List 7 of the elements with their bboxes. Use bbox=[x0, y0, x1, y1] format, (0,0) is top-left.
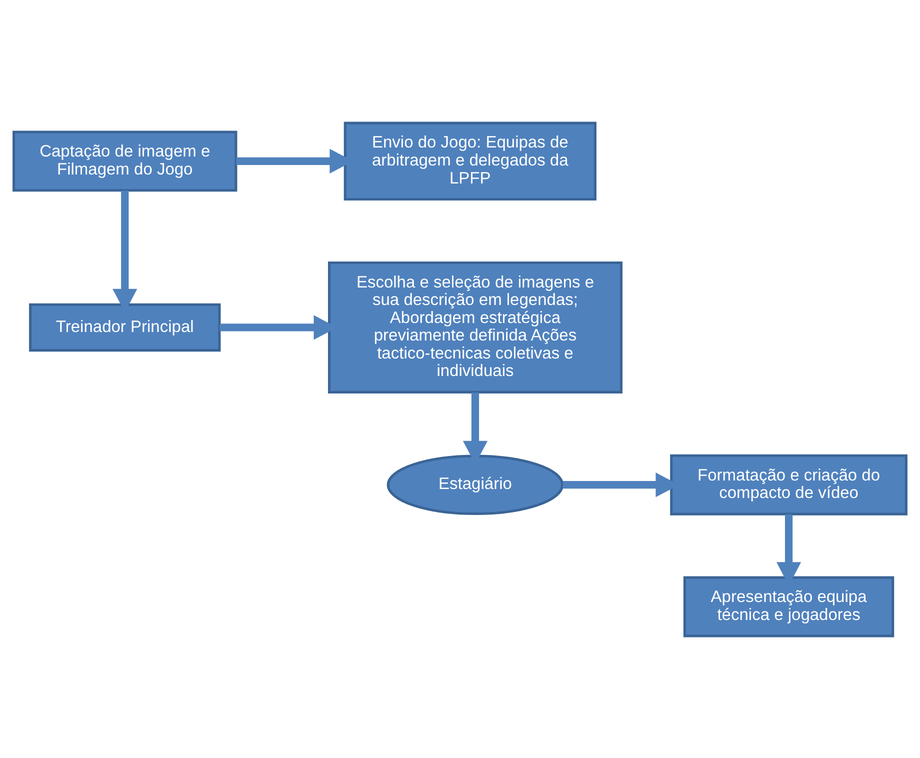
node-box: Escolha e seleção de imagens e sua descrição em legendas; Abordagem estratégica previamente definida Ações tactico-tecnicas coletivas e individuais bbox=[328, 260, 622, 393]
node-box: Apresentação equipa técnica e jogadores bbox=[683, 576, 894, 637]
node-box: Envio do Jogo: Equipas de arbitragem e delegados da LPFP bbox=[344, 121, 596, 200]
node-box: Formatação e criação do compacto de vídeo bbox=[670, 454, 908, 515]
node-box: Captação de imagem e Filmagem do Jogo bbox=[12, 130, 238, 192]
node-ellipse: Estagiário bbox=[386, 454, 564, 515]
node-box: Treinador Principal bbox=[29, 302, 221, 352]
